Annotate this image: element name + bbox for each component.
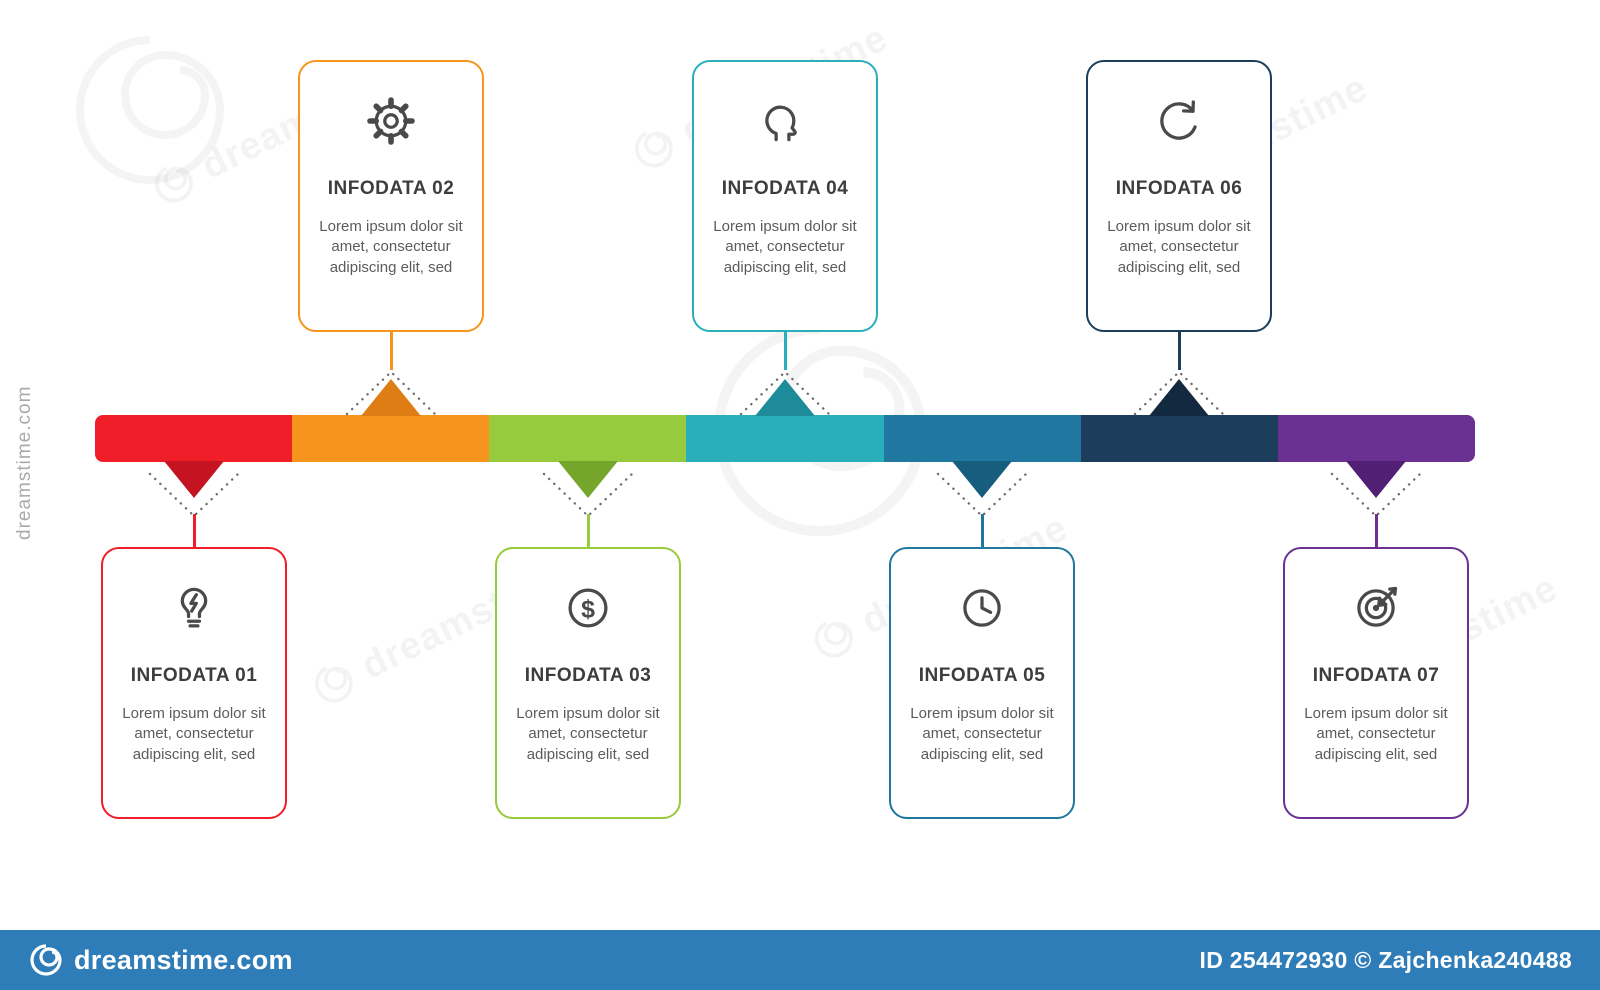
card-body: Lorem ipsum dolor sit amet, consectetur … <box>1304 705 1448 763</box>
dotted-chevron-down <box>148 472 240 518</box>
card-title: INFODATA 04 <box>721 178 849 199</box>
connector-line <box>981 514 984 547</box>
arrow-down-marker <box>1346 461 1406 498</box>
left-edge-watermark: dreamstime.com <box>14 385 35 540</box>
arrow-down-marker <box>952 461 1012 498</box>
watermark-footer-bar: dreamstime.com ID 254472930 © Zajchenka2… <box>0 930 1600 990</box>
dotted-chevron-down <box>1330 472 1422 518</box>
refresh-icon <box>1151 88 1207 154</box>
lightbulb-bolt-icon <box>166 575 222 641</box>
dreamstime-brand: dreamstime.com <box>28 942 293 978</box>
infodata-card-05: INFODATA 05 Lorem ipsum dolor sit amet, … <box>889 547 1075 819</box>
card-body: Lorem ipsum dolor sit amet, consectetur … <box>910 705 1054 763</box>
connector-line <box>587 514 590 547</box>
arrow-up-marker <box>1149 379 1209 416</box>
dotted-chevron-down <box>542 472 634 518</box>
clock-icon <box>954 575 1010 641</box>
card-title: INFODATA 01 <box>130 665 258 686</box>
spiral-watermark-icon <box>76 36 225 184</box>
infodata-card-02: INFODATA 02 Lorem ipsum dolor sit amet, … <box>298 60 484 332</box>
card-body: Lorem ipsum dolor sit amet, consectetur … <box>319 218 463 276</box>
svg-text:$: $ <box>581 595 595 623</box>
brand-site-label: dreamstime.com <box>74 944 293 975</box>
connector-line <box>193 514 196 547</box>
gear-icon <box>363 88 419 154</box>
target-icon <box>1348 575 1404 641</box>
dreamstime-spiral-icon <box>30 944 62 976</box>
infodata-card-01: INFODATA 01 Lorem ipsum dolor sit amet, … <box>101 547 287 819</box>
timeline-segment-03 <box>489 415 687 462</box>
card-body: Lorem ipsum dolor sit amet, consectetur … <box>122 705 266 763</box>
card-body: Lorem ipsum dolor sit amet, consectetur … <box>516 705 660 763</box>
card-title: INFODATA 05 <box>918 665 1046 686</box>
arrow-down-marker <box>164 461 224 498</box>
connector-line <box>784 332 787 370</box>
arrow-up-marker <box>361 379 421 416</box>
infodata-card-06: INFODATA 06 Lorem ipsum dolor sit amet, … <box>1086 60 1272 332</box>
timeline-segment-07 <box>1277 415 1475 462</box>
connector-line <box>1375 514 1378 547</box>
spiral-watermark-icon <box>154 166 193 203</box>
card-title: INFODATA 03 <box>524 665 652 686</box>
dotted-chevron-up <box>739 370 831 416</box>
card-title: INFODATA 06 <box>1115 178 1243 199</box>
timeline-segment-05 <box>883 415 1081 462</box>
infodata-card-03: $ INFODATA 03 Lorem ipsum dolor sit amet… <box>495 547 681 819</box>
head-icon <box>757 88 813 154</box>
card-body: Lorem ipsum dolor sit amet, consectetur … <box>713 218 857 276</box>
dotted-chevron-up <box>1133 370 1225 416</box>
card-title: INFODATA 07 <box>1312 665 1440 686</box>
dollar-icon: $ <box>560 575 616 641</box>
timeline-segment-04 <box>686 415 884 462</box>
image-id-credit: ID 254472930 © Zajchenka240488 <box>1199 946 1572 973</box>
card-body: Lorem ipsum dolor sit amet, consectetur … <box>1107 218 1251 276</box>
infodata-card-04: INFODATA 04 Lorem ipsum dolor sit amet, … <box>692 60 878 332</box>
connector-line <box>390 332 393 370</box>
connector-line <box>1178 332 1181 370</box>
dotted-chevron-down <box>936 472 1028 518</box>
timeline-segment-02 <box>292 415 490 462</box>
card-title: INFODATA 02 <box>327 178 455 199</box>
dotted-chevron-up <box>345 370 437 416</box>
arrow-up-marker <box>755 379 815 416</box>
spiral-watermark-icon <box>314 666 353 703</box>
timeline-bar <box>95 415 1475 462</box>
spiral-watermark-icon <box>634 131 673 168</box>
spiral-watermark-icon <box>814 621 853 658</box>
arrow-down-marker <box>558 461 618 498</box>
timeline-segment-01 <box>95 415 293 462</box>
infodata-card-07: INFODATA 07 Lorem ipsum dolor sit amet, … <box>1283 547 1469 819</box>
timeline-segment-06 <box>1080 415 1278 462</box>
